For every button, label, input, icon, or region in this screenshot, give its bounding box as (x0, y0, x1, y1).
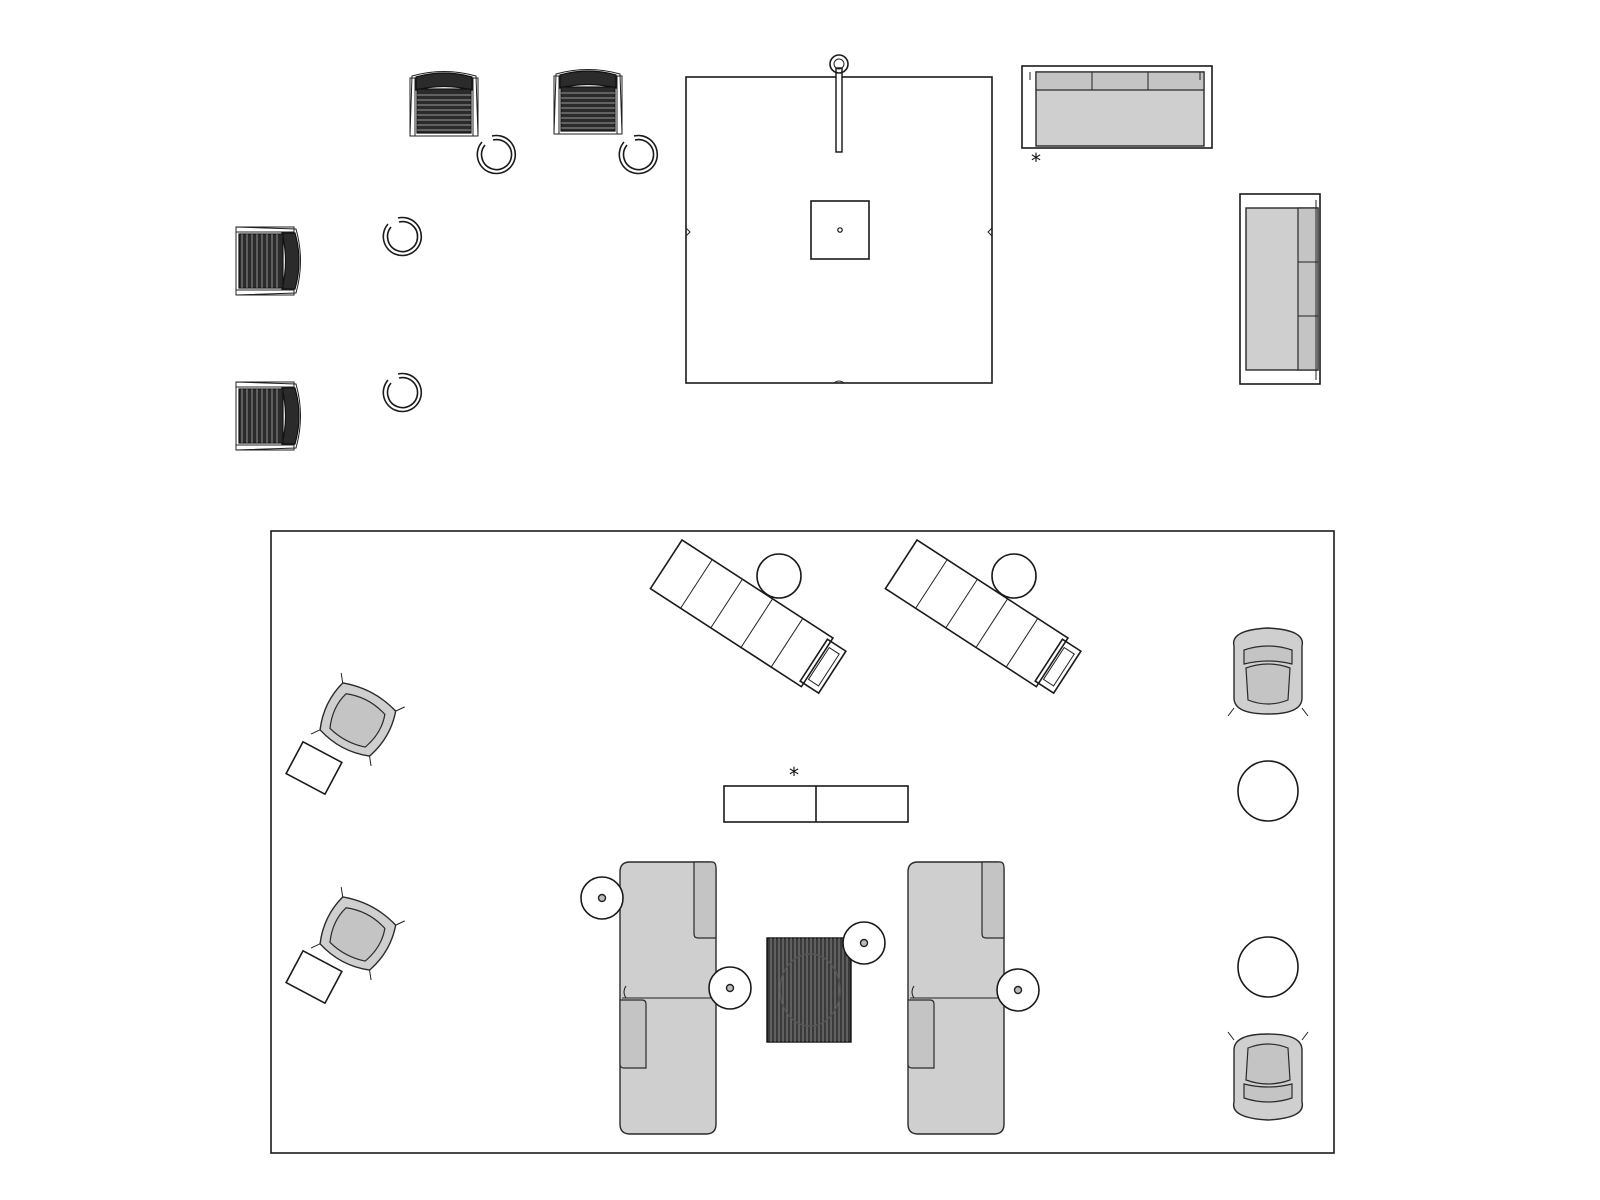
round-side-table (1237, 760, 1299, 822)
modular-sofa (619, 861, 717, 1135)
round-side-table (996, 968, 1040, 1012)
shell-armchair (1227, 1031, 1309, 1121)
round-side-table (756, 553, 802, 599)
umbrella (685, 54, 993, 384)
ring-side-table (382, 372, 423, 413)
upper-arrangement: * (235, 54, 1321, 451)
round-side-table (842, 921, 886, 965)
slat-armchair (235, 226, 302, 296)
ring-side-table (382, 216, 423, 257)
sun-lounger (884, 539, 1084, 698)
round-side-table (708, 966, 752, 1010)
bench-marker: * (789, 763, 799, 787)
bench: * (723, 763, 909, 823)
sofa-marker: * (1031, 149, 1041, 173)
square-side-table (285, 740, 343, 796)
sun-lounger (649, 539, 849, 698)
slat-armchair (553, 68, 623, 135)
ring-side-table (476, 134, 517, 175)
shell-armchair (1227, 627, 1309, 717)
round-side-table (1237, 936, 1299, 998)
slat-armchair (409, 70, 479, 137)
three-seat-sofa (1239, 193, 1321, 385)
coffee-table (766, 937, 852, 1043)
ring-side-table (618, 134, 659, 175)
area-rug (270, 530, 1335, 1154)
three-seat-sofa: * (1021, 65, 1213, 173)
slat-armchair (235, 381, 302, 451)
round-side-table (580, 876, 624, 920)
square-side-table (285, 949, 343, 1005)
lower-arrangement: * (270, 530, 1335, 1154)
modular-sofa (907, 861, 1005, 1135)
round-side-table (991, 553, 1037, 599)
